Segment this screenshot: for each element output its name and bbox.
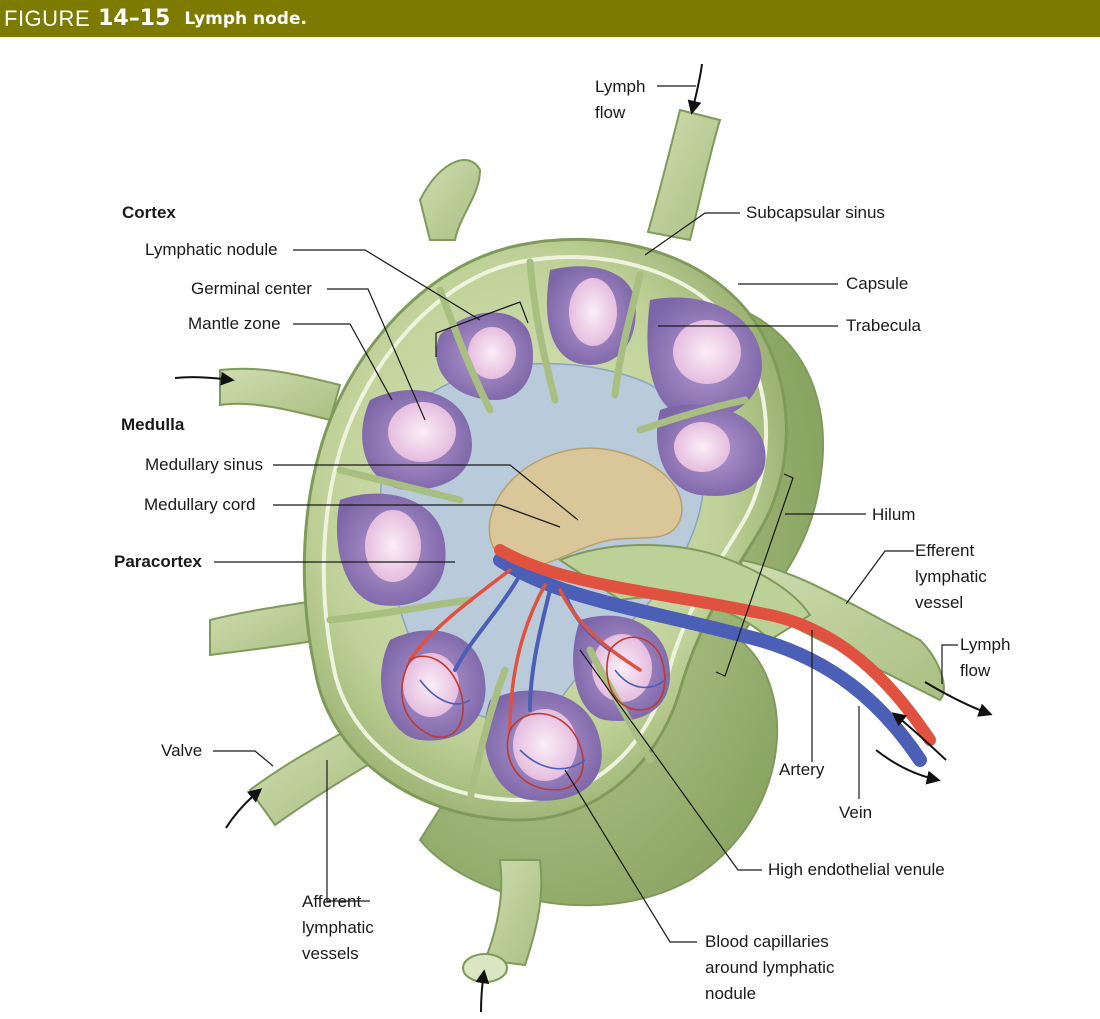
afferent-vessel-left (219, 367, 342, 422)
flow-arrows (174, 63, 993, 1013)
label-paracortex: Paracortex (114, 552, 202, 571)
label-high-endothelial-venule: High endothelial venule (768, 860, 945, 879)
label-hilum: Hilum (872, 505, 916, 524)
germinal-center-3 (673, 320, 741, 384)
germinal-center-4 (674, 422, 730, 472)
label-afferent-line2: lymphatic (302, 918, 374, 937)
lymph-flow-lower-left-arrow (225, 788, 263, 829)
label-lymph-flow-right-line2: flow (960, 661, 991, 680)
label-blood-capillaries-line3: nodule (705, 984, 757, 1003)
label-afferent-lymphatic-vessels: Afferent lymphatic vessels (302, 889, 374, 967)
germinal-center-5 (388, 402, 456, 462)
germinal-center-8 (513, 709, 577, 781)
lymph-flow-top-arrow (687, 63, 703, 115)
label-lymph-flow-top-line2: flow (595, 103, 626, 122)
label-lymphatic-nodule: Lymphatic nodule (145, 240, 278, 259)
label-efferent-lymphatic-vessel: Efferent lymphatic vessel (915, 538, 987, 616)
label-lymph-flow-right-line1: Lymph (960, 635, 1011, 654)
germinal-center-1 (468, 327, 516, 379)
label-capsule: Capsule (846, 274, 909, 293)
label-blood-capillaries-line1: Blood capillaries (705, 932, 829, 951)
label-blood-capillaries-line2: around lymphatic (705, 958, 835, 977)
label-lymph-flow-top-line1: Lymph (595, 77, 646, 96)
figure-header: FIGURE 14–15 Lymph node. (0, 0, 1100, 37)
figure-title: Lymph node. (184, 8, 307, 29)
label-trabecula: Trabecula (846, 316, 921, 335)
label-valve: Valve (161, 741, 203, 760)
label-mantle-zone: Mantle zone (188, 314, 281, 333)
afferent-vessel-upper-left (418, 159, 482, 241)
label-cortex: Cortex (122, 203, 176, 222)
label-medullary-cord: Medullary cord (144, 495, 256, 514)
label-efferent-line3: vessel (915, 593, 964, 612)
afferent-vessel-opening (462, 953, 508, 983)
blood-vessels (408, 544, 936, 767)
label-afferent-line1: Afferent (302, 892, 362, 911)
label-blood-capillaries: Blood capillaries around lymphatic nodul… (705, 929, 834, 1007)
artery-trunk (494, 544, 936, 746)
lymph-flow-bottom-arrow (475, 969, 490, 1013)
vein-flow-arrow (875, 749, 941, 785)
label-afferent-line3: vessels (302, 944, 359, 963)
label-vein: Vein (839, 803, 873, 822)
label-lymph-flow-top: Lymph flow (595, 74, 645, 126)
label-medullary-sinus: Medullary sinus (145, 455, 264, 474)
label-germinal-center: Germinal center (191, 279, 312, 298)
figure-number: 14–15 (98, 6, 171, 31)
label-medulla: Medulla (121, 415, 185, 434)
lymph-flow-left-arrow (174, 371, 235, 386)
afferent-vessel-bottom (483, 859, 543, 967)
germinal-center-7 (403, 653, 459, 717)
label-lymph-flow-right: Lymph flow (960, 632, 1010, 684)
afferent-vessel-left-low (209, 598, 321, 657)
label-artery: Artery (779, 760, 825, 779)
artery-flow-arrow (891, 712, 947, 761)
germinal-centers (365, 278, 741, 781)
efferent-flow-arrow (924, 681, 993, 717)
capillary-networks (401, 636, 666, 791)
label-subcapsular-sinus: Subcapsular sinus (746, 203, 885, 222)
figure-word: FIGURE (4, 5, 91, 31)
leader-lines (213, 85, 958, 943)
germinal-center-6 (365, 510, 421, 582)
label-efferent-line2: lymphatic (915, 567, 987, 586)
label-efferent-line1: Efferent (915, 541, 975, 560)
germinal-center-2 (569, 278, 617, 346)
afferent-vessel-top (646, 108, 722, 242)
